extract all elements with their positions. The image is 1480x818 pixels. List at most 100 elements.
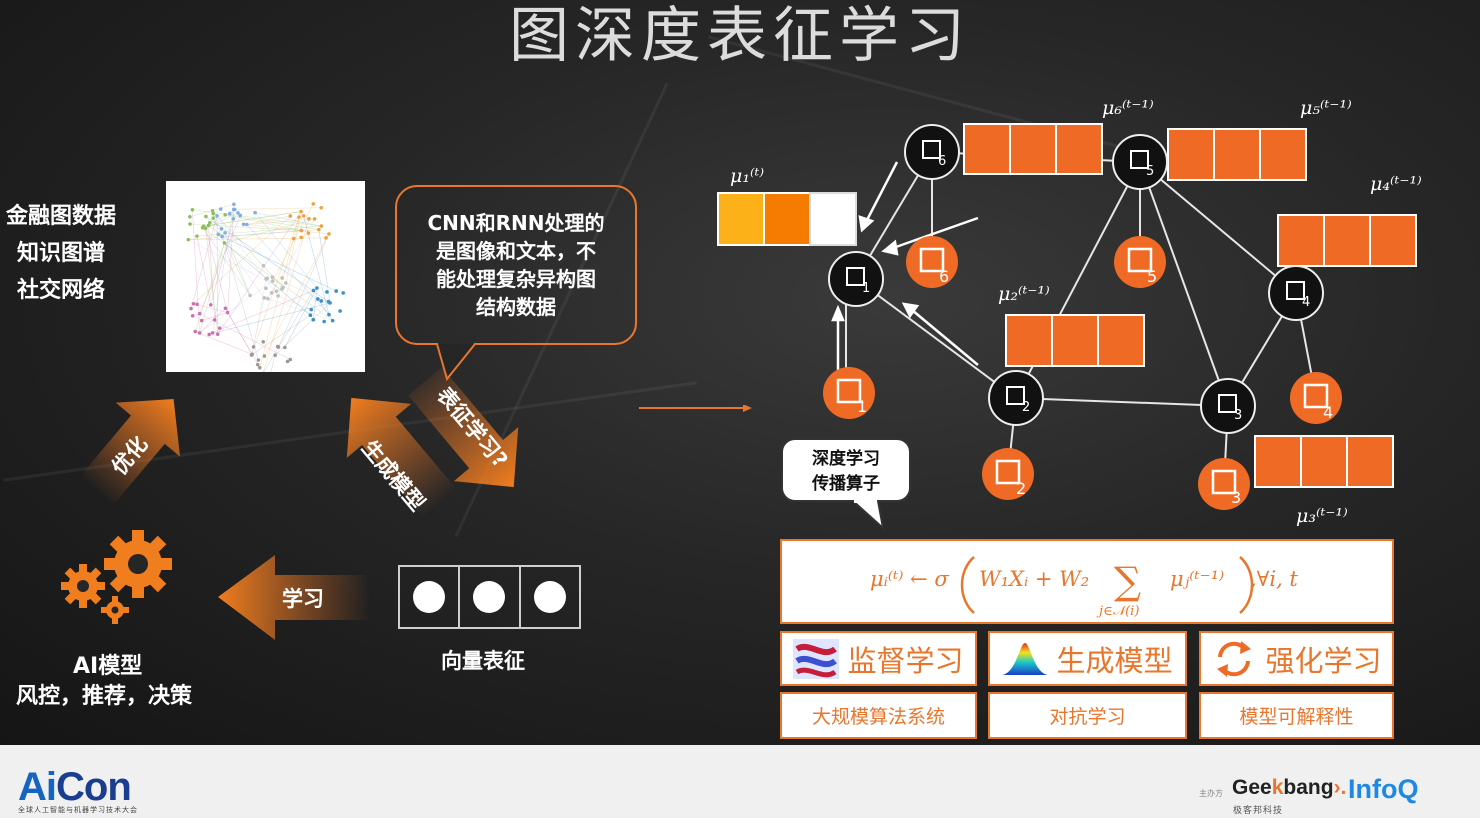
mu1-vector (717, 192, 857, 246)
network-node (251, 345, 256, 349)
network-edge (222, 236, 337, 292)
network-edge (267, 298, 333, 321)
vector-cell (460, 567, 521, 627)
input-node-5: 5 (1114, 236, 1166, 288)
network-edge (233, 207, 322, 210)
network-node (324, 236, 328, 240)
hidden-node-5: 5 (1112, 134, 1168, 190)
network-node (199, 318, 204, 323)
flow-arrows (79, 367, 519, 640)
network-node (200, 226, 205, 230)
vector-representation (398, 565, 581, 629)
hidden-node-3: 3 (1200, 378, 1256, 434)
network-node (248, 293, 252, 298)
network-edge (190, 215, 218, 309)
callout-line: 深度学习 (812, 449, 880, 469)
vector-dot (473, 581, 506, 613)
hidden-node-number: 2 (1022, 400, 1030, 415)
network-node (257, 365, 262, 370)
network-node (210, 331, 215, 335)
network-node (319, 205, 324, 210)
network-node (197, 311, 202, 316)
mu2-vector (1005, 314, 1145, 367)
network-edge (255, 212, 322, 227)
generative-arrow (346, 397, 457, 518)
network-edge (278, 290, 314, 348)
network-edge (271, 218, 315, 294)
network-node (232, 207, 237, 212)
network-node (195, 234, 199, 238)
network-node (309, 307, 314, 312)
hidden-node-4: 4 (1268, 265, 1324, 321)
input-node-number: 2 (1016, 479, 1026, 498)
callout-line: 传播算子 (812, 474, 880, 494)
network-node (301, 214, 306, 218)
network-node (297, 215, 301, 219)
network-node (326, 299, 331, 304)
tile-label: 强化学习 (1265, 643, 1382, 678)
network-edge (208, 225, 215, 320)
network-node (262, 296, 267, 300)
network-node (207, 332, 211, 337)
feature-vectors (717, 123, 1417, 488)
network-edge (205, 228, 219, 335)
hidden-node-1: 1 (828, 251, 884, 307)
learn-arrow (218, 555, 370, 640)
network-node (311, 288, 316, 293)
network-node (312, 217, 317, 221)
network-edge (202, 227, 251, 296)
network-node (276, 294, 280, 298)
network-node (311, 317, 316, 322)
input-node-6: 6 (906, 236, 958, 288)
network-edge (225, 308, 261, 368)
learn-label: 学习 (282, 587, 324, 611)
network-node (317, 227, 321, 232)
network-node (319, 224, 324, 228)
data-type-knowledge-graph: 知识图谱 (17, 241, 106, 266)
tile-generative: 生成模型 (988, 631, 1187, 686)
host-label: 主办方 (1199, 789, 1223, 798)
input-node-4: 4 (1290, 372, 1342, 424)
network-node (231, 217, 236, 221)
network-node (261, 263, 266, 268)
tile-label: 生成模型 (1056, 643, 1173, 678)
network-edge (225, 214, 319, 230)
hidden-node-number: 4 (1302, 295, 1310, 310)
footer: AiCon 全球人工智能与机器学习技术大会 主办方 Geekbang›. 极客邦… (0, 745, 1480, 818)
network-node (210, 208, 215, 213)
network-edge (188, 237, 327, 240)
data-type-finance: 金融图数据 (6, 204, 117, 229)
network-node (190, 314, 195, 318)
network-node (291, 236, 296, 241)
input-node-3: 3 (1198, 458, 1250, 510)
input-node-2: 2 (982, 448, 1034, 500)
network-edge (195, 331, 253, 355)
mu6-vector (963, 123, 1103, 175)
vector-dot (533, 581, 566, 613)
tile-label: 大规模算法系统 (811, 706, 945, 728)
network-edge (194, 242, 225, 332)
formula-lhs: μᵢ⁽ᵗ⁾ ← σ (870, 567, 949, 591)
bubble-line: CNN和RNN处理的 (427, 211, 605, 235)
network-edge (205, 212, 239, 229)
network-edge (246, 215, 291, 225)
mu5-label: μ₅⁽ᵗ⁻¹⁾ (1300, 97, 1352, 119)
network-edge (227, 209, 235, 313)
network-node (306, 231, 311, 235)
network-node (327, 232, 331, 236)
network-node (276, 345, 281, 349)
bubble-line: 是图像和文本，不 (436, 239, 596, 263)
network-edge (262, 218, 310, 374)
vector-cell (521, 567, 579, 627)
network-node (256, 358, 261, 362)
network-node (280, 287, 284, 291)
network-edge (222, 230, 302, 237)
formula-drawing: μᵢ⁽ᵗ⁾ ← σ W₁Xᵢ + W₂ ∑ j∈𝒩(i) μⱼ⁽ᵗ⁻¹⁾ ,∀i… (870, 556, 1298, 619)
mu2-label: μ₂⁽ᵗ⁻¹⁾ (998, 283, 1050, 305)
network-edge (227, 312, 253, 355)
tile-label: 监督学习 (847, 643, 964, 678)
mu4-vector (1277, 214, 1417, 267)
network-node (206, 223, 211, 228)
network-edge (199, 308, 226, 334)
formula-sum-term: μⱼ⁽ᵗ⁻¹⁾ (1170, 567, 1224, 591)
